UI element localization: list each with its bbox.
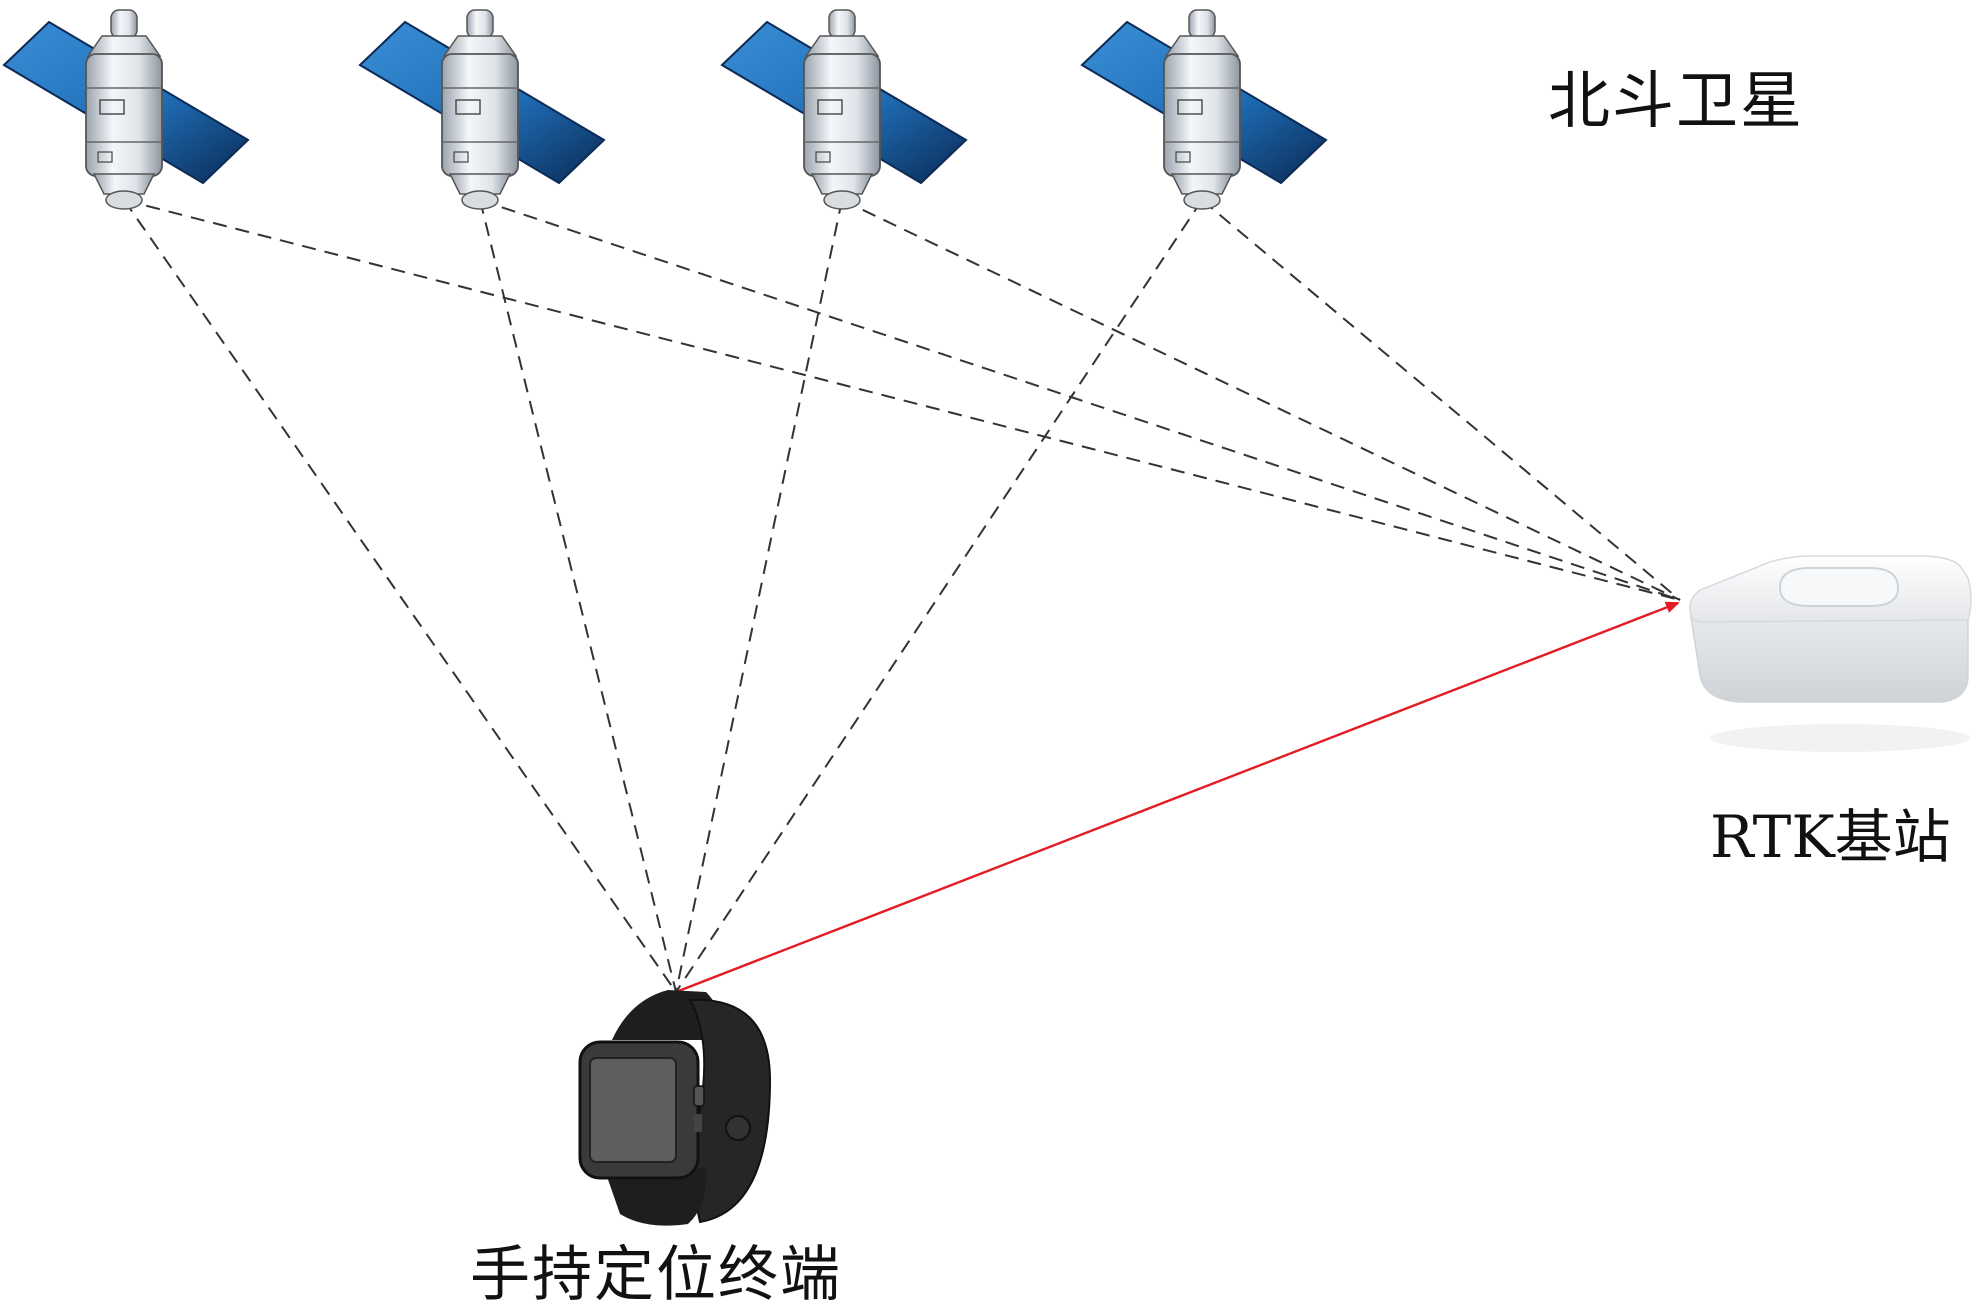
satellite-to-base-signals: [123, 199, 1681, 601]
signal-line: [675, 199, 843, 993]
signal-line: [675, 199, 1203, 993]
smartwatch-icon: [578, 990, 772, 1226]
signal-line: [479, 199, 677, 993]
signal-line: [479, 199, 1681, 601]
satellite-icon: [3, 9, 249, 210]
satellite-icon: [1081, 9, 1327, 210]
signal-line: [123, 199, 1681, 601]
signal-line: [841, 199, 1681, 601]
handheld-terminal-label: 手持定位终端: [470, 1240, 842, 1310]
signal-line: [123, 199, 677, 993]
correction-link-arrow: [675, 601, 1680, 994]
satellite-to-terminal-signals: [123, 199, 1203, 993]
satellite-icon: [359, 9, 605, 210]
rtk-base-station-label: RTK基站: [1710, 803, 1951, 871]
signal-line: [1201, 199, 1681, 601]
satellite-icon: [721, 9, 967, 210]
rtk-base-station-icon: [1688, 555, 1972, 752]
satellites-label: 北斗卫星: [1548, 64, 1805, 137]
